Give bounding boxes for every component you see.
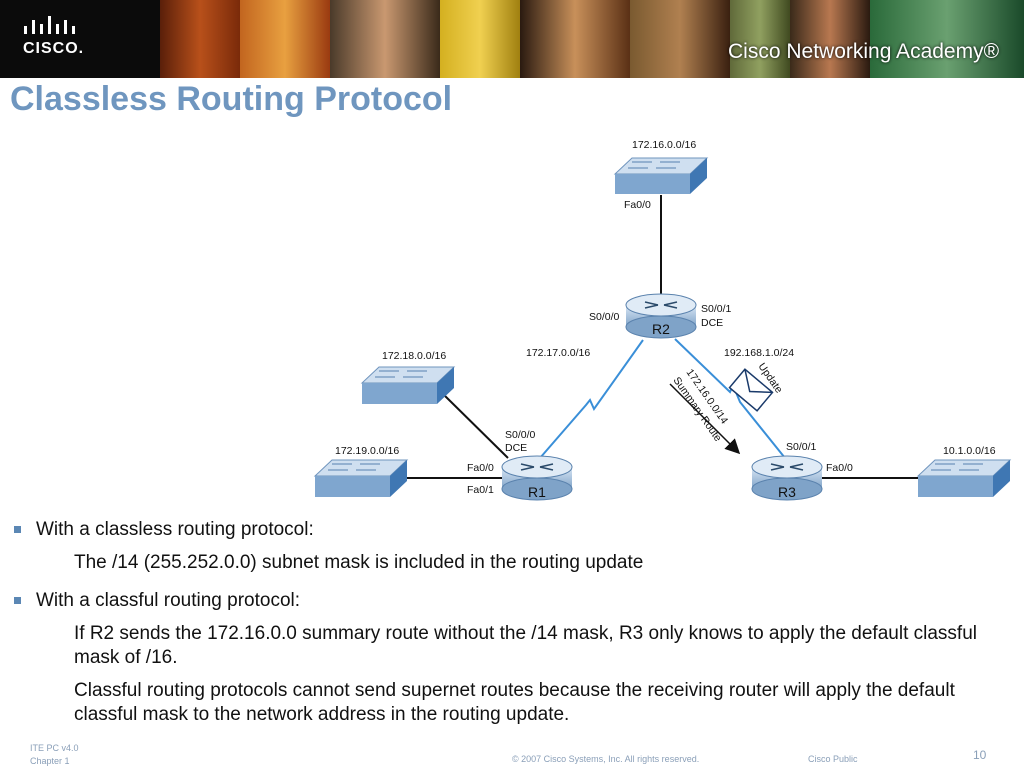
interface-label-r3-fa00: Fa0/0: [826, 462, 853, 474]
slide-title: Classless Routing Protocol: [10, 80, 453, 118]
banner-photo-strip: [730, 0, 790, 78]
banner-photo-strip: [440, 0, 520, 78]
router-r1-icon: [501, 455, 573, 501]
interface-label-r1-s000: S0/0/0: [505, 429, 536, 441]
network-label-right: 10.1.0.0/16: [943, 445, 996, 457]
bullet-square-icon: [14, 597, 21, 604]
page-number: 10: [973, 748, 987, 762]
banner-photo-strip: [330, 0, 440, 78]
network-label-top: 172.16.0.0/16: [632, 139, 696, 151]
header-banner: CISCO. Cisco Networking Academy®: [0, 0, 1024, 78]
footer-classification: Cisco Public: [808, 754, 858, 764]
bullet-subitem: The /14 (255.252.0.0) subnet mask is inc…: [74, 552, 644, 573]
interface-label-r1-fa00: Fa0/0: [467, 462, 494, 474]
interface-label-r3-s001: S0/0/1: [786, 441, 817, 453]
link-label-r2-r3: 192.168.1.0/24: [724, 347, 794, 359]
switch-top: [613, 157, 709, 194]
switch-left-upper: [360, 366, 456, 404]
footer-chapter: Chapter 1: [30, 756, 70, 766]
interface-label-r1-dce: DCE: [505, 442, 527, 454]
switch-left-lower: [313, 459, 409, 497]
bullet-square-icon: [14, 526, 21, 533]
banner-photo-strip: [520, 0, 630, 78]
academy-brand: Cisco Networking Academy®: [728, 40, 1000, 63]
interface-label-r2-s001: S0/0/1: [701, 303, 732, 315]
interface-label-r1-fa01: Fa0/1: [467, 484, 494, 496]
cisco-logo-icon: [24, 16, 75, 34]
network-diagram: 172.16.0.0/16 172.18.0.0/16 172.19.0.0/1…: [313, 139, 1012, 501]
update-envelope-icon: [728, 368, 774, 412]
router-label-r2: R2: [652, 321, 670, 337]
switch-right: [916, 459, 1012, 497]
bullet-subitem: If R2 sends the 172.16.0.0 summary route…: [74, 623, 977, 668]
network-label-left-upper: 172.18.0.0/16: [382, 350, 446, 362]
interface-label-r2-dce: DCE: [701, 317, 723, 329]
cisco-logo-text: CISCO.: [23, 40, 85, 57]
bullet-subitem: Classful routing protocols cannot send s…: [74, 680, 955, 725]
bullet-item: With a classful routing protocol:: [14, 589, 1014, 613]
footer-copyright: © 2007 Cisco Systems, Inc. All rights re…: [512, 754, 700, 764]
router-r2-icon: [625, 293, 697, 339]
footer-course-info: ITE PC v4.0 Chapter 1: [30, 742, 79, 768]
router-label-r1: R1: [528, 484, 546, 500]
network-label-left-lower: 172.19.0.0/16: [335, 445, 399, 457]
banner-photo-strip: [160, 0, 240, 78]
summary-route-arrow-icon: [669, 383, 741, 455]
link-r1-lan-upper: [441, 392, 509, 459]
banner-photo-strip: [240, 0, 330, 78]
banner-photo-strip: [870, 0, 1024, 78]
interface-label-r2-s000: S0/0/0: [589, 311, 620, 323]
bullet-item: With a classless routing protocol:: [14, 518, 1014, 542]
link-label-r1-r2: 172.17.0.0/16: [526, 347, 590, 359]
banner-photo-strip: [790, 0, 870, 78]
banner-photo-strip: [630, 0, 730, 78]
router-label-r3: R3: [778, 484, 796, 500]
bullet-heading: With a classful routing protocol:: [36, 590, 301, 611]
interface-label-r2-fa00: Fa0/0: [624, 199, 651, 211]
footer-course: ITE PC v4.0: [30, 743, 79, 753]
router-r3-icon: [751, 455, 823, 501]
serial-link-r1-r2: [539, 339, 644, 459]
bullet-list: With a classless routing protocol: The /…: [14, 518, 1014, 727]
bullet-heading: With a classless routing protocol:: [36, 519, 314, 540]
